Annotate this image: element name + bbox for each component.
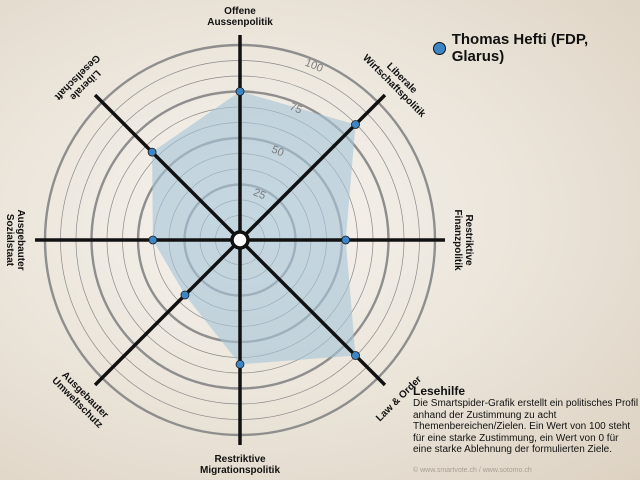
axis-label-2: RestriktiveFinanzpolitik [452,209,474,271]
copyright-credit: © www.smartvote.ch / www.sotomo.ch [413,467,532,474]
data-point-7 [147,147,157,157]
ring-tick-label-100: 100 [303,57,325,75]
axis-label-line: Migrationspolitik [200,465,280,476]
data-point-0 [235,87,245,96]
data-point-5 [180,290,190,300]
spoke-axis-3 [238,238,387,387]
reading-help-text: Die Smartspider-Grafik erstellt ein poli… [413,398,639,455]
axis-label-line: Sozialstaat [4,214,15,267]
ring-tick-label-75: 75 [288,101,304,117]
legend-series-label: Thomas Hefti (FDP, Glarus) [451,31,589,65]
ring-tick-label-25: 25 [251,186,267,202]
data-point-4 [235,359,245,369]
reading-help: Lesehilfe Die Smartspider-Grafik erstell… [413,384,639,456]
chart-legend: Thomas Hefti (FDP, Glarus) [433,31,640,65]
reading-help-title: Lesehilfe [413,384,466,398]
axis-label-line: Finanzpolitik [452,209,463,271]
axis-label-line: Restriktive [463,214,474,266]
legend-marker [433,41,446,55]
axis-label-line: Restriktive [214,454,266,465]
data-point-2 [341,235,351,245]
center-hub [230,230,250,250]
data-point-6 [148,235,158,245]
spoke-axis-1 [238,93,387,242]
axis-label-line: Offene [224,6,256,17]
axis-label-line: Aussenpolitik [207,17,273,28]
data-point-1 [351,120,360,129]
axis-label-line: Ausgebauter [15,209,26,270]
axis-label-6: AusgebauterSozialstaat [4,209,26,270]
spoke-axis-5 [93,238,242,387]
ring-tick-label-50: 50 [270,144,286,160]
spoke-axis-7 [93,93,242,242]
data-point-3 [351,351,360,360]
